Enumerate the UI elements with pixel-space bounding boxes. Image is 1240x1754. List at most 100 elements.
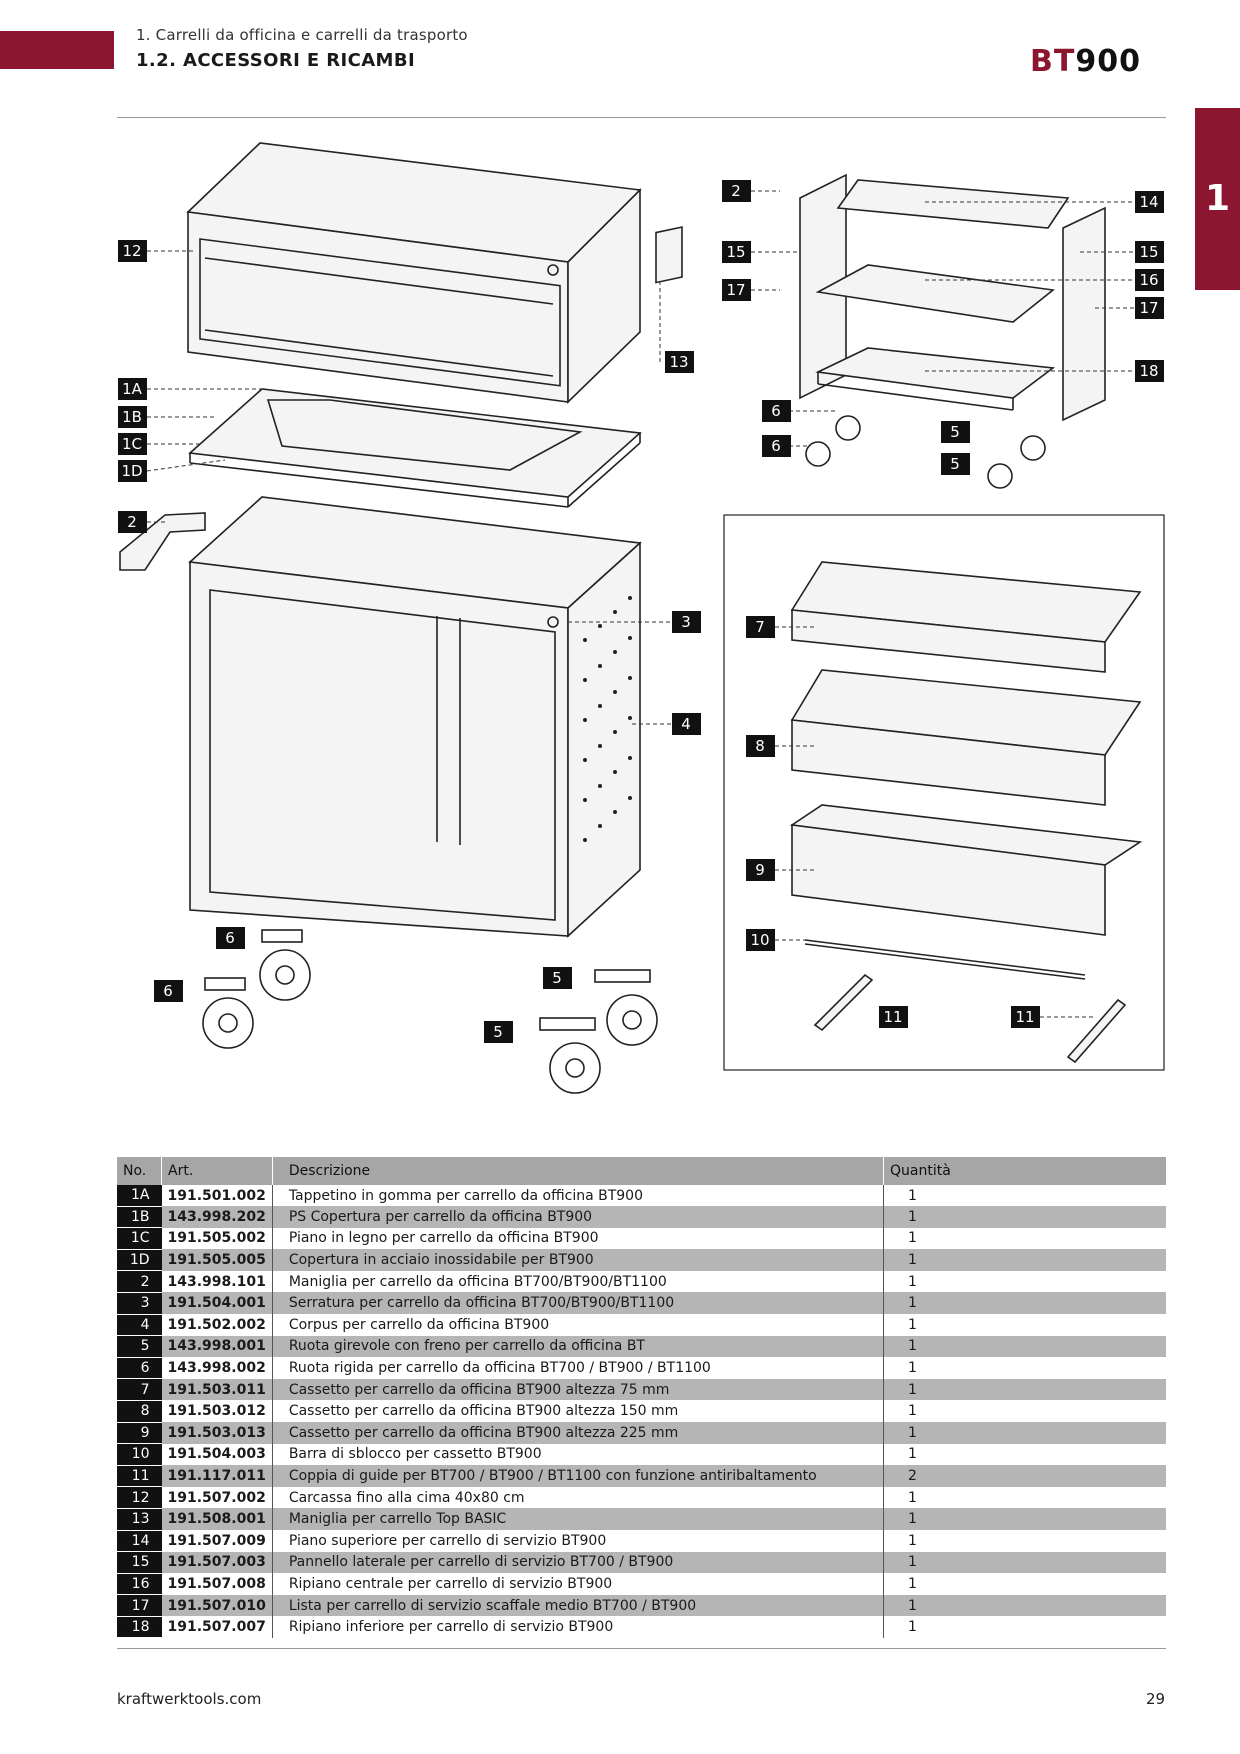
- article-number: 191.507.009: [161, 1530, 273, 1552]
- row-number: 14: [117, 1530, 162, 1553]
- article-number: 191.507.010: [161, 1594, 273, 1617]
- main-cabinet-4: [188, 496, 642, 938]
- article-number: 143.998.002: [161, 1357, 273, 1379]
- callout-label: 15: [1139, 243, 1158, 261]
- article-number: 191.117.011: [161, 1465, 273, 1487]
- row-description: Barra di sblocco per cassetto BT900: [272, 1443, 885, 1466]
- callout-label: 13: [669, 353, 688, 371]
- row-description: Pannello laterale per carrello di serviz…: [272, 1551, 885, 1574]
- article-number: 191.504.001: [161, 1292, 273, 1315]
- callout-badge: [1135, 269, 1164, 291]
- row-description: Carcassa fino alla cima 40x80 cm: [272, 1486, 885, 1509]
- row-description: PS Copertura per carrello da officina BT…: [272, 1206, 885, 1228]
- callout-badge: [118, 433, 147, 455]
- callout-badge: [543, 967, 572, 989]
- row-description: Corpus per carrello da officina BT900: [272, 1314, 885, 1336]
- callout-label: 12: [122, 242, 141, 260]
- row-quantity: 1: [883, 1206, 1166, 1228]
- leader-lines: [146, 190, 1135, 1018]
- row-number: 15: [117, 1551, 162, 1574]
- row-description: Tappetino in gomma per carrello da offic…: [272, 1185, 885, 1207]
- article-number: 191.507.003: [161, 1551, 273, 1574]
- row-description: Cassetto per carrello da officina BT900 …: [272, 1400, 885, 1423]
- pegboard-holes: [583, 596, 632, 842]
- row-number: 10: [117, 1443, 162, 1466]
- callout-label: 17: [1139, 299, 1158, 317]
- callout-label: 5: [552, 969, 562, 987]
- callout-badge: [941, 453, 970, 475]
- header-divider: [117, 117, 1166, 118]
- section-title: 1. Carrelli da officina e carrelli da tr…: [136, 26, 468, 44]
- article-number: 191.504.003: [161, 1443, 273, 1466]
- callout-label: 14: [1139, 193, 1158, 211]
- row-quantity: 1: [883, 1551, 1166, 1574]
- column-header-description: Descrizione: [271, 1157, 884, 1185]
- brand-logo-number: 900: [1075, 44, 1141, 79]
- callout-label: 17: [726, 281, 745, 299]
- row-description: Lista per carrello di servizio scaffale …: [272, 1594, 885, 1617]
- row-number: 1B: [117, 1206, 162, 1229]
- service-cart: [799, 173, 1106, 489]
- callout-badge: [154, 980, 183, 1002]
- callout-badge: [722, 180, 751, 202]
- callout-badges: 12 1A 1B 1C 1D 2 13 3 4 6 6 5 5 2 15 17 …: [118, 180, 1164, 1043]
- callout-badge: [722, 279, 751, 301]
- row-number: 2: [117, 1270, 162, 1293]
- callout-label: 7: [755, 618, 765, 636]
- article-number: 143.998.101: [161, 1270, 273, 1293]
- article-number: 191.508.001: [161, 1508, 273, 1530]
- top-mat-1abcd: [188, 388, 642, 508]
- callout-badge: [746, 929, 775, 951]
- drawers: [789, 561, 1143, 1064]
- callout-label: 5: [493, 1023, 503, 1041]
- row-description: Ripiano inferiore per carrello di serviz…: [272, 1616, 885, 1638]
- row-quantity: 1: [908, 1489, 917, 1506]
- callout-label: 5: [950, 423, 960, 441]
- table-header-row: No. Art. Descrizione Quantità: [117, 1157, 1166, 1185]
- row-number: 1C: [117, 1227, 162, 1250]
- wheels-main: [202, 929, 658, 1094]
- drawers-panel: [723, 514, 1165, 1071]
- article-number: 191.507.007: [161, 1616, 273, 1638]
- subsection-title: 1.2. ACCESSORI E RICAMBI: [136, 50, 416, 71]
- callout-badge: [118, 460, 147, 482]
- row-number: 4: [117, 1314, 162, 1337]
- article-number: 143.998.202: [161, 1206, 273, 1228]
- callout-label: 5: [950, 455, 960, 473]
- article-number: 143.998.001: [161, 1335, 273, 1358]
- handle-2: [119, 512, 206, 571]
- row-quantity: 2: [883, 1465, 1166, 1487]
- callout-badge: [762, 400, 791, 422]
- row-quantity: 1: [908, 1230, 917, 1247]
- callout-badge: [941, 421, 970, 443]
- callout-badge: [118, 240, 147, 262]
- row-description: Piano superiore per carrello di servizio…: [272, 1530, 885, 1552]
- callout-label: 6: [163, 982, 173, 1000]
- column-header-no: No.: [117, 1157, 162, 1185]
- callout-label: 3: [681, 613, 691, 631]
- row-quantity: 1: [908, 1403, 917, 1420]
- article-number: 191.505.005: [161, 1249, 273, 1271]
- row-description: Ruota rigida per carrello da officina BT…: [272, 1357, 885, 1379]
- article-number: 191.502.002: [161, 1314, 273, 1336]
- callout-label: 8: [755, 737, 765, 755]
- callout-badge: [665, 351, 694, 373]
- callout-label: 1B: [122, 408, 142, 426]
- row-description: Coppia di guide per BT700 / BT900 / BT11…: [272, 1465, 885, 1487]
- article-number: 191.503.011: [161, 1378, 273, 1401]
- callout-badge: [118, 511, 147, 533]
- row-quantity: 1: [883, 1378, 1166, 1401]
- callout-badge: [879, 1006, 908, 1028]
